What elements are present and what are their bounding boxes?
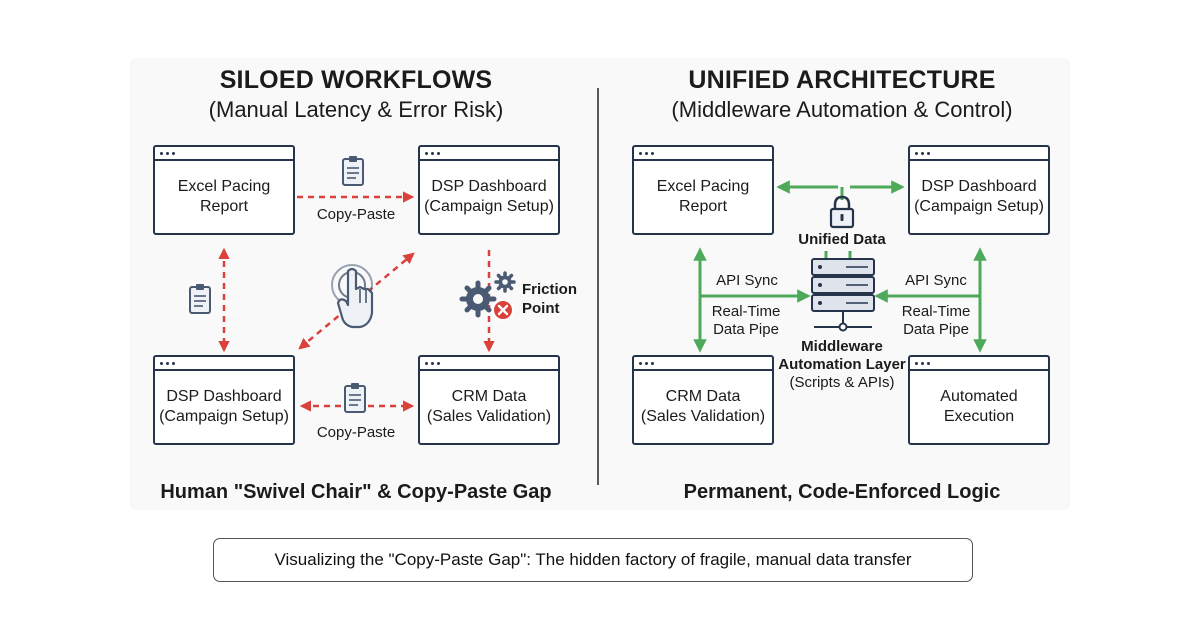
label-pipe-left-2: Data Pipe [713, 321, 779, 338]
node-subtitle: (Campaign Setup) [914, 198, 1044, 215]
node-dsp-dashboard-bottom: DSP Dashboard (Campaign Setup) [153, 355, 295, 445]
label-copy-paste-top: Copy-Paste [316, 206, 396, 223]
server-icon [811, 251, 875, 332]
node-subtitle: (Campaign Setup) [424, 198, 554, 215]
gear-icon [459, 280, 497, 318]
node-subtitle: Report [199, 198, 249, 215]
left-subtitle: (Manual Latency & Error Risk) [208, 97, 504, 122]
clipboard-icon [189, 284, 211, 314]
node-title: CRM Data [665, 388, 741, 405]
label-automation-layer: Automation Layer [778, 356, 906, 373]
label-pipe-right-2: Data Pipe [903, 321, 969, 338]
right-footer: Permanent, Code-Enforced Logic [683, 481, 1001, 503]
label-scripts-apis: (Scripts & APIs) [789, 374, 895, 391]
label-friction-point: Point [522, 300, 560, 317]
label-middleware: Middleware [801, 338, 883, 355]
clipboard-icon [342, 156, 364, 186]
label-api-sync-left: API Sync [716, 272, 778, 289]
label-copy-paste-bottom: Copy-Paste [316, 424, 396, 441]
label-api-sync-right: API Sync [905, 272, 967, 289]
caption-text: Visualizing the "Copy-Paste Gap": The hi… [274, 550, 912, 569]
label-pipe-left-1: Real-Time [711, 303, 781, 320]
gear-icon [494, 271, 516, 293]
arrow-diagonal [298, 252, 415, 350]
caption-box: Visualizing the "Copy-Paste Gap": The hi… [213, 538, 973, 582]
node-subtitle: (Sales Validation) [640, 408, 766, 425]
padlock-icon [829, 195, 855, 229]
node-dsp-dashboard-top: DSP Dashboard (Campaign Setup) [418, 145, 560, 235]
node-title: Automated [940, 388, 1018, 405]
label-pipe-right-1: Real-Time [901, 303, 971, 320]
node-crm-data: CRM Data (Sales Validation) [418, 355, 560, 445]
label-unified-data: Unified Data [798, 231, 886, 248]
hand-pointer-icon [331, 264, 374, 329]
clipboard-icon [344, 383, 366, 413]
node-title: CRM Data [451, 388, 527, 405]
left-footer: Human "Swivel Chair" & Copy-Paste Gap [160, 481, 552, 503]
node-subtitle: Execution [943, 408, 1015, 425]
node-subtitle: Report [678, 198, 728, 215]
label-friction: Friction [522, 281, 577, 298]
right-subtitle: (Middleware Automation & Control) [671, 97, 1013, 122]
node-subtitle: (Sales Validation) [426, 408, 552, 425]
error-x-icon [492, 299, 514, 321]
node-subtitle: (Campaign Setup) [159, 408, 289, 425]
node-title: DSP Dashboard [166, 388, 282, 405]
left-title: SILOED WORKFLOWS [219, 66, 493, 94]
right-title: UNIFIED ARCHITECTURE [688, 66, 996, 94]
node-title: Excel Pacing [656, 178, 750, 195]
node-title: Excel Pacing [177, 178, 271, 195]
node-title: DSP Dashboard [431, 178, 547, 195]
node-crm-data-unified: CRM Data (Sales Validation) [632, 355, 774, 445]
node-dsp-dashboard-unified: DSP Dashboard (Campaign Setup) [908, 145, 1050, 235]
node-title: DSP Dashboard [921, 178, 1037, 195]
